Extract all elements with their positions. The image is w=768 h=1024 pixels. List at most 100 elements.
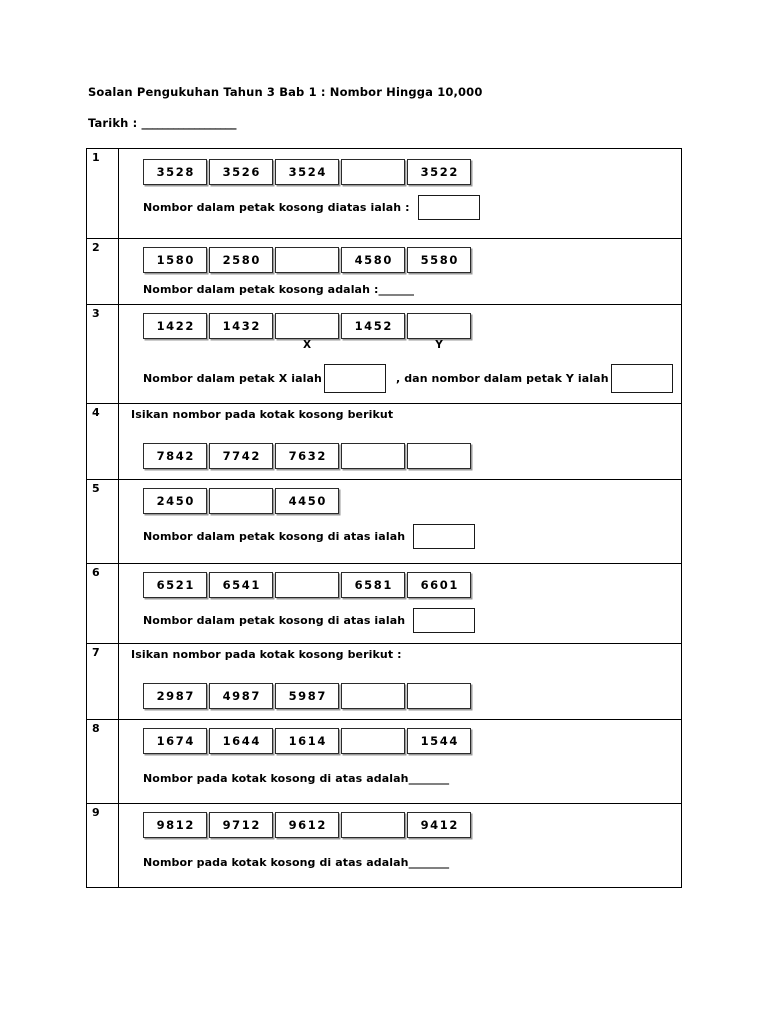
sequence-boxes: 6521 6541 6581 6601 — [119, 571, 681, 598]
sequence-box[interactable]: 1614 — [275, 727, 339, 754]
sequence-box-blank-x[interactable] — [275, 313, 339, 339]
table-row: 9 9812 9712 9612 9412 Nombor pada kotak … — [86, 802, 682, 888]
question-number: 8 — [86, 718, 119, 804]
sequence-box[interactable]: 1644 — [209, 727, 273, 754]
question-body-4: Isikan nombor pada kotak kosong berikut … — [118, 402, 682, 480]
table-row: 2 1580 2580 4580 5580 Nombor dalam petak… — [86, 238, 682, 305]
prompt-text: Nombor pada kotak kosong di atas adalah — [143, 855, 409, 869]
sequence-boxes: 7842 7742 7632 — [119, 442, 681, 469]
answer-prompt: Nombor pada kotak kosong di atas adalah … — [119, 772, 681, 785]
sequence-box[interactable]: 2987 — [143, 682, 207, 709]
sequence-box[interactable]: 3526 — [209, 159, 273, 185]
sequence-box[interactable]: 3522 — [407, 159, 471, 185]
prompt-text-x: Nombor dalam petak X ialah — [143, 371, 322, 385]
sequence-box-blank[interactable] — [341, 682, 405, 709]
prompt-text: Nombor dalam petak kosong di atas ialah — [143, 529, 406, 543]
sequence-box[interactable]: 1580 — [143, 247, 207, 273]
answer-blank-rule[interactable]: ________ — [408, 771, 450, 785]
sequence-box[interactable]: 7742 — [209, 442, 273, 469]
sequence-box-blank[interactable] — [275, 571, 339, 598]
answer-box[interactable] — [413, 523, 476, 549]
answer-box-x[interactable] — [323, 363, 386, 393]
table-row: 4 Isikan nombor pada kotak kosong beriku… — [86, 402, 682, 480]
sequence-box[interactable]: 9712 — [209, 811, 273, 838]
sequence-box[interactable]: 9412 — [407, 811, 471, 838]
sequence-box[interactable]: 9612 — [275, 811, 339, 838]
prompt-text: Nombor dalam petak kosong diatas ialah : — [143, 201, 410, 214]
sequence-box[interactable]: 6521 — [143, 571, 207, 598]
sequence-box[interactable]: 4450 — [275, 487, 339, 514]
sequence-box-blank-y[interactable] — [407, 313, 471, 339]
sequence-boxes: 1422 1432 1452 — [119, 313, 681, 339]
sequence-box[interactable]: 5580 — [407, 247, 471, 273]
sequence-box-blank[interactable] — [341, 811, 405, 838]
box-label-x: X — [302, 339, 312, 351]
sequence-box-blank[interactable] — [341, 442, 405, 469]
sequence-box[interactable]: 1422 — [143, 313, 207, 339]
sequence-box[interactable]: 7842 — [143, 442, 207, 469]
sequence-box[interactable]: 6541 — [209, 571, 273, 598]
question-number: 6 — [86, 562, 119, 644]
sequence-box-blank[interactable] — [275, 247, 339, 273]
table-row: 6 6521 6541 6581 6601 Nombor dalam petak… — [86, 562, 682, 644]
box-label — [143, 340, 207, 352]
answer-prompt: Nombor dalam petak kosong adalah :______… — [119, 283, 681, 296]
prompt-text: Nombor dalam petak kosong adalah : — [143, 283, 379, 296]
sequence-box[interactable]: 4580 — [341, 247, 405, 273]
question-body-9: 9812 9712 9612 9412 Nombor pada kotak ko… — [118, 802, 682, 888]
sequence-box[interactable]: 2450 — [143, 487, 207, 514]
sequence-box-blank[interactable] — [341, 159, 405, 185]
sequence-box-blank[interactable] — [407, 682, 471, 709]
sequence-boxes: 9812 9712 9612 9412 — [119, 811, 681, 838]
table-row: 7 Isikan nombor pada kotak kosong beriku… — [86, 642, 682, 720]
question-number: 9 — [86, 802, 119, 888]
sequence-box[interactable]: 2580 — [209, 247, 273, 273]
table-row: 1 3528 3526 3524 3522 Nombor dalam petak… — [86, 148, 682, 239]
sequence-box[interactable]: 1544 — [407, 727, 471, 754]
instruction-text: Isikan nombor pada kotak kosong berikut — [131, 407, 394, 421]
answer-prompt: Nombor dalam petak X ialah , dan nombor … — [119, 363, 681, 393]
sequence-box[interactable]: 3528 — [143, 159, 207, 185]
answer-prompt: Nombor pada kotak kosong di atas adalah … — [119, 856, 681, 869]
question-body-3: 1422 1432 1452 X Y N — [118, 304, 682, 404]
question-body-2: 1580 2580 4580 5580 Nombor dalam petak k… — [118, 238, 682, 305]
sequence-box[interactable]: 5987 — [275, 682, 339, 709]
sequence-box[interactable]: 6601 — [407, 571, 471, 598]
sequence-boxes: 2450 4450 — [119, 487, 681, 514]
answer-prompt: Nombor dalam petak kosong diatas ialah : — [119, 195, 681, 220]
answer-blank-rule[interactable]: _______ — [378, 283, 414, 296]
sequence-box-blank[interactable] — [209, 487, 273, 514]
question-number: 7 — [86, 642, 119, 720]
sequence-boxes: 1674 1644 1614 1544 — [119, 727, 681, 754]
sequence-box[interactable]: 9812 — [143, 811, 207, 838]
document-header: Soalan Pengukuhan Tahun 3 Bab 1 : Nombor… — [88, 85, 688, 130]
sequence-boxes: 2987 4987 5987 — [119, 682, 681, 709]
sequence-box[interactable]: 7632 — [275, 442, 339, 469]
date-field: Tarikh : __________________ — [88, 116, 688, 130]
sequence-box[interactable]: 1452 — [341, 313, 405, 339]
sequence-box[interactable]: 6581 — [341, 571, 405, 598]
answer-box[interactable] — [417, 195, 480, 220]
table-row: 5 2450 4450 Nombor dalam petak kosong di… — [86, 478, 682, 564]
sequence-box[interactable]: 4987 — [209, 682, 273, 709]
box-label-y: Y — [435, 339, 443, 351]
sequence-box[interactable]: 1432 — [209, 313, 273, 339]
sequence-box[interactable]: 3524 — [275, 159, 339, 185]
sequence-box-blank[interactable] — [341, 727, 405, 754]
sequence-box-blank[interactable] — [407, 442, 471, 469]
answer-box-y[interactable] — [610, 363, 673, 393]
sequence-box[interactable]: 1674 — [143, 727, 207, 754]
answer-box[interactable] — [413, 607, 476, 633]
answer-prompt: Nombor dalam petak kosong di atas ialah — [119, 607, 681, 633]
box-label — [341, 340, 405, 352]
answer-blank-rule[interactable]: ________ — [408, 855, 450, 869]
questions-table: 1 3528 3526 3524 3522 Nombor dalam petak… — [86, 148, 682, 888]
prompt-text-y: , dan nombor dalam petak Y ialah — [395, 371, 609, 385]
question-number: 4 — [86, 402, 119, 480]
date-blank-rule[interactable]: __________________ — [141, 116, 237, 130]
table-row: 8 1674 1644 1614 1544 Nombor pada kotak … — [86, 718, 682, 804]
sequence-boxes: 3528 3526 3524 3522 — [119, 159, 681, 185]
question-body-7: Isikan nombor pada kotak kosong berikut … — [118, 642, 682, 720]
question-number: 2 — [86, 238, 119, 305]
date-label: Tarikh : — [88, 116, 142, 130]
